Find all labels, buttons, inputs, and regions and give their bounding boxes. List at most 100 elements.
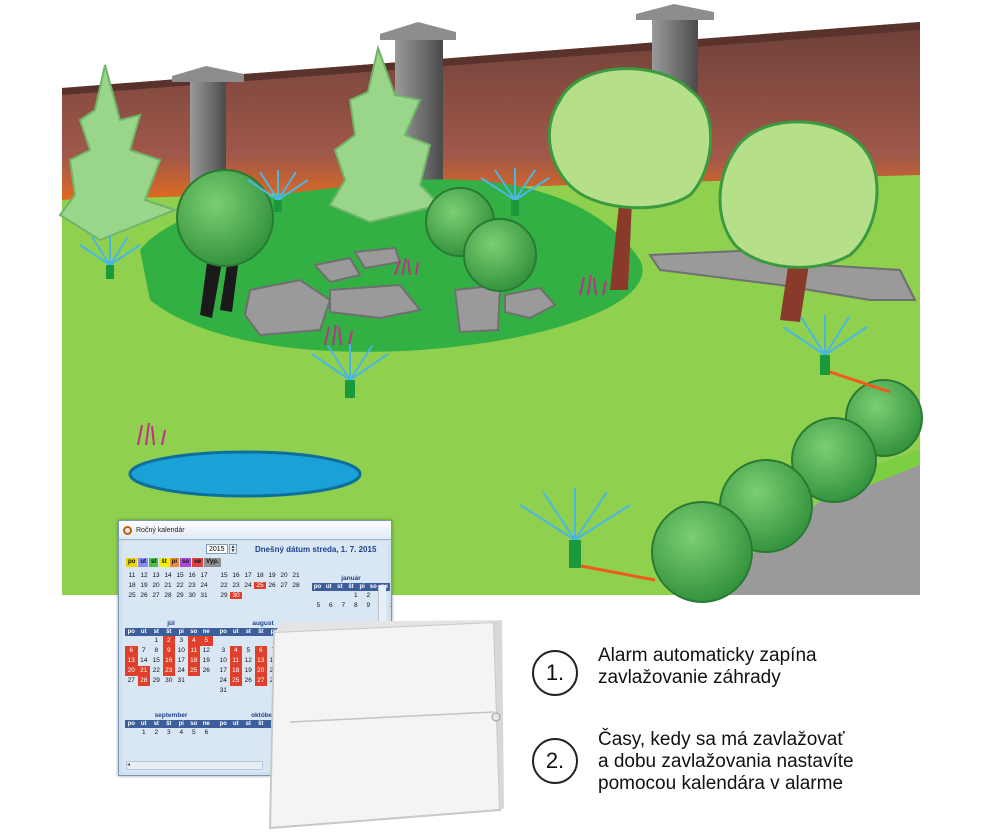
calendar-day[interactable]: 29: [152, 677, 160, 684]
june-day[interactable]: 11: [128, 572, 136, 579]
calendar-day[interactable]: 11: [229, 656, 242, 666]
december-day[interactable]: 15: [220, 572, 228, 579]
calendar-day[interactable]: 5: [191, 729, 196, 736]
calendar-day[interactable]: 6: [328, 602, 333, 609]
calendar-day[interactable]: 12: [244, 657, 252, 664]
june-day[interactable]: 29: [176, 592, 184, 599]
calendar-day[interactable]: 16: [162, 656, 175, 666]
calendar-day[interactable]: 2: [154, 729, 159, 736]
calendar-day[interactable]: 7: [141, 647, 146, 654]
calendar-day[interactable]: 31: [177, 677, 185, 684]
calendar-day[interactable]: 12: [202, 647, 210, 654]
december-day[interactable]: 24: [244, 582, 252, 589]
calendar-day[interactable]: 6: [125, 646, 138, 656]
calendar-day[interactable]: 14: [140, 657, 148, 664]
december-day[interactable]: 26: [268, 582, 276, 589]
calendar-day[interactable]: 9: [366, 602, 371, 609]
june-day[interactable]: 14: [164, 572, 172, 579]
calendar-day[interactable]: 20: [125, 666, 138, 676]
calendar-day[interactable]: 17: [177, 657, 185, 664]
calendar-day[interactable]: 21: [137, 666, 150, 676]
calendar-day[interactable]: 5: [246, 647, 251, 654]
calendar-day[interactable]: 17: [219, 667, 227, 674]
calendar-day[interactable]: 24: [219, 677, 227, 684]
calendar-day[interactable]: 6: [204, 729, 209, 736]
june-day[interactable]: 23: [188, 582, 196, 589]
year-input[interactable]: 2015: [206, 544, 228, 554]
horizontal-scrollbar[interactable]: ◂: [126, 761, 263, 770]
calendar-day[interactable]: 25: [187, 666, 200, 676]
calendar-day[interactable]: 27: [254, 676, 267, 686]
calendar-day[interactable]: 10: [219, 657, 227, 664]
december-day[interactable]: 27: [280, 582, 288, 589]
calendar-day[interactable]: 23: [162, 666, 175, 676]
calendar-day[interactable]: 5: [200, 636, 213, 646]
calendar-day[interactable]: 31: [219, 687, 227, 694]
december-day[interactable]: 30: [230, 592, 242, 599]
calendar-day[interactable]: 11: [387, 601, 391, 611]
calendar-day[interactable]: 8: [154, 647, 159, 654]
december-day[interactable]: 18: [256, 572, 264, 579]
june-day[interactable]: 27: [152, 592, 160, 599]
calendar-day[interactable]: 4: [187, 636, 200, 646]
calendar-day[interactable]: 1: [141, 729, 146, 736]
calendar-day[interactable]: 7: [341, 602, 346, 609]
june-day[interactable]: 20: [152, 582, 160, 589]
calendar-day[interactable]: 8: [353, 602, 358, 609]
calendar-day[interactable]: 9: [162, 646, 175, 656]
calendar-day[interactable]: 3: [166, 729, 171, 736]
june-day[interactable]: 26: [140, 592, 148, 599]
calendar-day[interactable]: 22: [152, 667, 160, 674]
year-spinner[interactable]: ▲▼: [229, 544, 237, 554]
calendar-day[interactable]: 20: [254, 666, 267, 676]
june-day[interactable]: 13: [152, 572, 160, 579]
june-day[interactable]: 28: [164, 592, 172, 599]
december-day[interactable]: 22: [220, 582, 228, 589]
december-day[interactable]: 29: [220, 592, 228, 599]
december-day[interactable]: 16: [232, 572, 240, 579]
calendar-day[interactable]: 27: [127, 677, 135, 684]
june-day[interactable]: 18: [128, 582, 136, 589]
june-day[interactable]: 30: [188, 592, 196, 599]
june-day[interactable]: 17: [200, 572, 208, 579]
june-day[interactable]: 16: [188, 572, 196, 579]
calendar-day[interactable]: 28: [137, 676, 150, 686]
calendar-day[interactable]: 5: [316, 602, 321, 609]
june-day[interactable]: 21: [164, 582, 172, 589]
december-day[interactable]: 28: [292, 582, 300, 589]
calendar-day[interactable]: 3: [221, 647, 226, 654]
calendar-day[interactable]: 4: [387, 591, 391, 601]
june-day[interactable]: 25: [128, 592, 136, 599]
december-day[interactable]: 21: [292, 572, 300, 579]
calendar-day[interactable]: 19: [202, 657, 210, 664]
december-day[interactable]: 20: [280, 572, 288, 579]
calendar-day[interactable]: 24: [177, 667, 185, 674]
june-day[interactable]: 12: [140, 572, 148, 579]
june-day[interactable]: 22: [176, 582, 184, 589]
june-day[interactable]: 19: [140, 582, 148, 589]
june-day[interactable]: 31: [200, 592, 208, 599]
calendar-day[interactable]: 11: [187, 646, 200, 656]
calendar-day[interactable]: 1: [154, 637, 159, 644]
calendar-day[interactable]: 25: [229, 676, 242, 686]
calendar-day[interactable]: 6: [254, 646, 267, 656]
calendar-day[interactable]: 19: [244, 667, 252, 674]
calendar-day[interactable]: 18: [187, 656, 200, 666]
calendar-day[interactable]: 18: [229, 666, 242, 676]
calendar-day[interactable]: 4: [229, 646, 242, 656]
calendar-day[interactable]: 2: [162, 636, 175, 646]
calendar-day[interactable]: 4: [179, 729, 184, 736]
calendar-day[interactable]: 15: [152, 657, 160, 664]
june-day[interactable]: 24: [200, 582, 208, 589]
december-day[interactable]: 23: [232, 582, 240, 589]
december-day[interactable]: 25: [254, 582, 266, 589]
june-day[interactable]: 15: [176, 572, 184, 579]
december-day[interactable]: 19: [268, 572, 276, 579]
december-day[interactable]: 17: [244, 572, 252, 579]
calendar-day[interactable]: 13: [254, 656, 267, 666]
calendar-day[interactable]: 26: [244, 677, 252, 684]
calendar-day[interactable]: 30: [165, 677, 173, 684]
calendar-day[interactable]: 13: [125, 656, 138, 666]
calendar-day[interactable]: 26: [202, 667, 210, 674]
calendar-day[interactable]: 2: [366, 592, 371, 599]
